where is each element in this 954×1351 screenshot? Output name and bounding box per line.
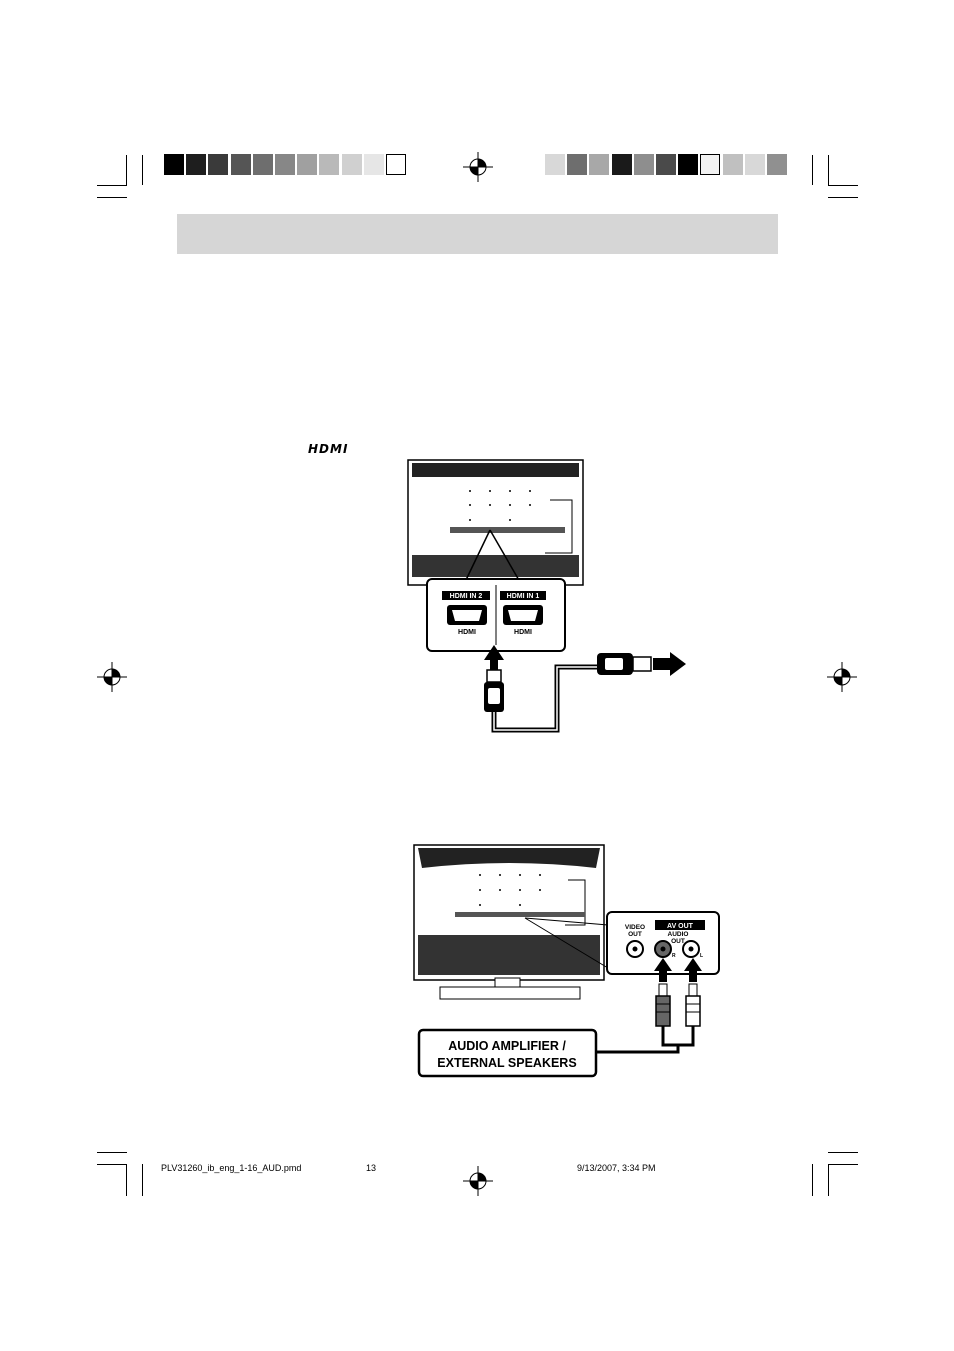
color-swatch (164, 154, 184, 175)
crop-mark (142, 155, 143, 185)
color-swatch (567, 154, 588, 175)
crop-mark (828, 197, 858, 198)
footer-page-number: 13 (366, 1163, 377, 1173)
av-out-label: AV OUT (667, 923, 694, 930)
crop-mark (828, 155, 829, 185)
registration-target-icon (463, 152, 493, 182)
color-swatch (386, 154, 406, 175)
hdmi-logo: HDMI (308, 442, 349, 456)
crop-mark (97, 1164, 127, 1165)
audio-out-line2: OUT (671, 938, 685, 945)
color-swatch (297, 154, 318, 175)
crop-mark (97, 1152, 127, 1153)
crop-mark (828, 185, 858, 186)
color-swatch (230, 154, 251, 175)
footer-timestamp: 9/13/2007, 3:34 PM (577, 1163, 656, 1173)
color-swatch (363, 154, 384, 175)
color-swatch (767, 154, 787, 175)
color-swatch (633, 154, 654, 175)
registration-target-icon (97, 662, 127, 692)
crop-mark (126, 1164, 127, 1196)
registration-target-icon (463, 1166, 493, 1196)
crop-mark (126, 155, 127, 185)
color-swatch (186, 154, 207, 175)
hdmi-in-1-label: HDMI IN 1 (507, 593, 540, 600)
color-swatch (319, 154, 340, 175)
color-swatch (208, 154, 229, 175)
crop-mark (828, 1152, 858, 1153)
color-swatch (545, 154, 565, 175)
crop-mark (142, 1164, 143, 1196)
crop-mark (97, 197, 127, 198)
section-header-bar (177, 214, 778, 254)
color-swatch (656, 154, 676, 175)
color-swatch (744, 154, 765, 175)
crop-mark (812, 155, 813, 185)
color-swatch (341, 154, 362, 175)
crop-mark (828, 1164, 829, 1196)
amplifier-label-line1: AUDIO AMPLIFIER / (448, 1039, 566, 1053)
color-swatch (275, 154, 295, 175)
crop-mark (828, 1164, 858, 1165)
audio-out-line1: AUDIO (668, 931, 689, 938)
r-label: R (672, 953, 676, 959)
color-swatch (700, 154, 721, 175)
video-out-line2: OUT (628, 931, 642, 938)
hdmi-port-2-sub: HDMI (458, 629, 476, 636)
amplifier-label-line2: EXTERNAL SPEAKERS (437, 1056, 576, 1070)
registration-target-icon (827, 662, 857, 692)
crop-mark (812, 1164, 813, 1196)
color-swatch (722, 154, 743, 175)
color-swatch (589, 154, 610, 175)
crop-mark (97, 185, 127, 186)
hdmi-port-1-sub: HDMI (514, 629, 532, 636)
hdmi-connection-diagram: HDMI IN 2 HDMI IN 1 HDMI HDMI (407, 459, 686, 733)
l-label: L (700, 953, 703, 959)
color-swatch (252, 154, 273, 175)
color-swatch (611, 154, 632, 175)
video-out-line1: VIDEO (625, 924, 645, 931)
hdmi-in-2-label: HDMI IN 2 (450, 593, 483, 600)
footer-filename: PLV31260_ib_eng_1-16_AUD.pmd (161, 1163, 302, 1173)
audio-connection-diagram: VIDEO OUT AV OUT AUDIO OUT R L AUDIO AMP… (413, 844, 720, 1078)
color-swatch (678, 154, 699, 175)
